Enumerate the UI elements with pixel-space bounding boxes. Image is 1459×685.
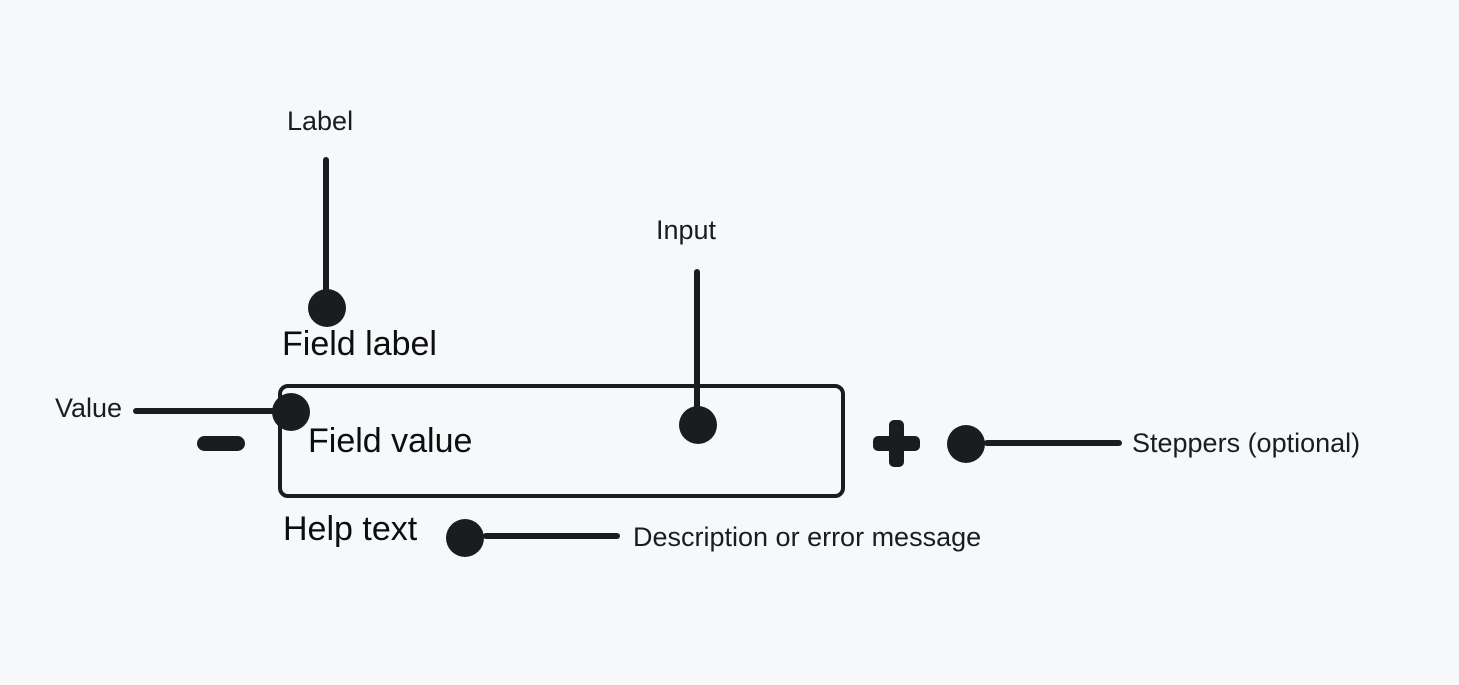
plus-icon-vertical-bar [889,420,904,467]
minus-icon [197,436,245,451]
value-connector-line [133,408,278,414]
value-annotation: Value [55,393,123,423]
value-anchor-dot [272,393,310,431]
label-annotation: Label [287,106,354,136]
help-text: Help text [283,510,418,548]
field-label: Field label [282,325,437,363]
help-anchor-dot [446,519,484,557]
help-connector-line [483,533,620,539]
input-connector-line [694,269,700,409]
help-annotation: Description or error message [633,522,982,552]
steppers-annotation: Steppers (optional) [1132,428,1361,458]
steppers-anchor-dot [947,425,985,463]
label-anchor-dot [308,289,346,327]
input-annotation: Input [656,215,717,245]
steppers-connector-line [984,440,1122,446]
input-anchor-dot [679,406,717,444]
label-connector-line [323,157,329,297]
plus-icon [873,420,920,467]
field-value: Field value [308,422,473,460]
field-input-box [278,384,845,498]
